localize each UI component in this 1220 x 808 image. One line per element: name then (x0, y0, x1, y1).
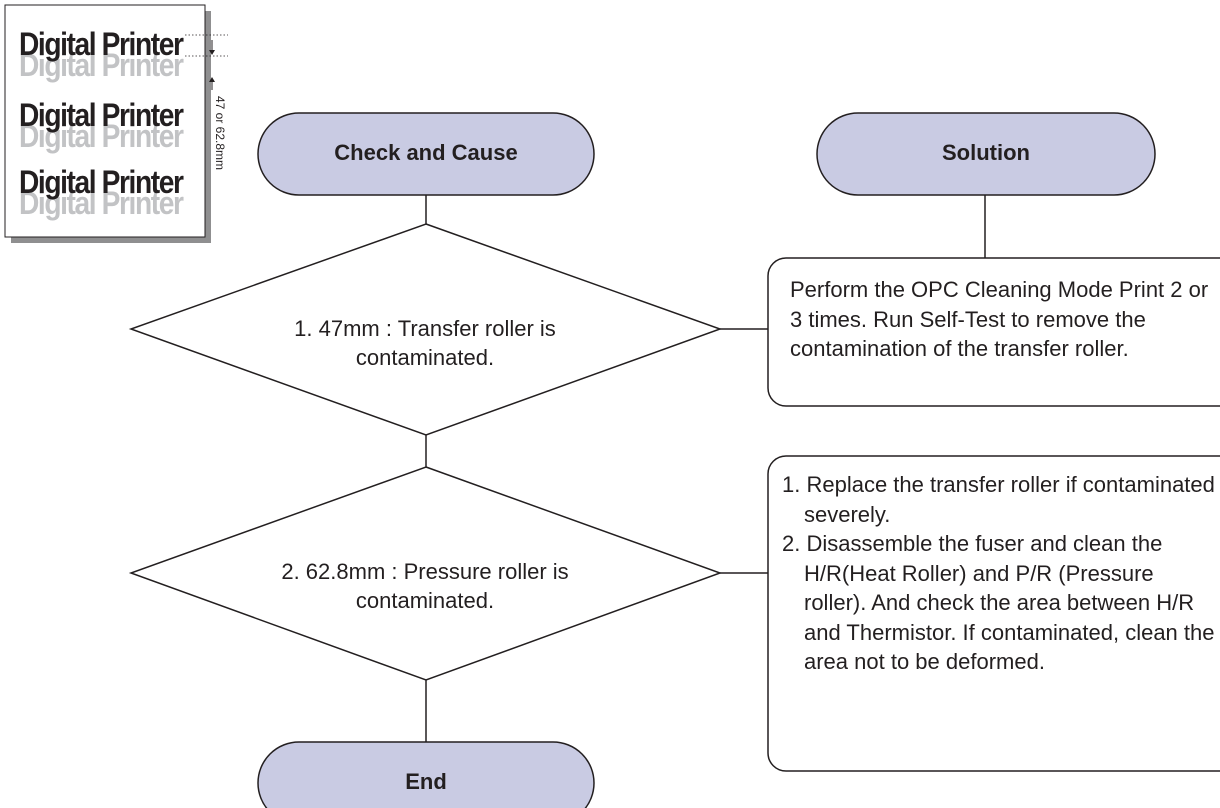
check-and-cause-terminator (257, 112, 595, 196)
solution-1-box (767, 257, 1220, 407)
sample-page (4, 4, 206, 238)
solution-label: Solution (942, 140, 1030, 165)
solution-1-text: Perform the OPC Cleaning Mode Print 2 or… (790, 277, 1209, 361)
decision-2-diamond (128, 466, 723, 681)
end-terminator (257, 741, 595, 808)
connectors (425, 194, 986, 743)
sample-ghost-line-2: Digital Printer (19, 118, 184, 154)
decision-1-diamond (128, 223, 723, 436)
sample-line-2: Digital Printer (19, 97, 184, 133)
solution-2-item-1: 1. Replace the transfer roller if contam… (782, 472, 1215, 527)
sample-ghost-line-1: Digital Printer (19, 47, 184, 83)
end-label: End (405, 769, 447, 794)
solution-2-list: 1. Replace the transfer roller if contam… (782, 470, 1220, 677)
sample-line-1: Digital Printer (19, 26, 184, 62)
sample-ghost-line-3: Digital Printer (19, 185, 184, 221)
decision-2-text: 2. 62.8mm : Pressure roller is contamina… (281, 559, 569, 613)
sample-line-3: Digital Printer (19, 164, 184, 200)
check-and-cause-label: Check and Cause (334, 140, 518, 165)
solution-2-box (767, 455, 1220, 772)
measure-arrowhead-bottom (209, 77, 215, 82)
solution-terminator (816, 112, 1156, 196)
decision-1-text: 1. 47mm : Transfer roller is contaminate… (294, 316, 556, 370)
measure-arrowhead-top (209, 50, 215, 55)
measurement-label: 47 or 62.8mm (213, 96, 227, 171)
solution-2-item-2: 2. Disassemble the fuser and clean the H… (782, 531, 1215, 674)
